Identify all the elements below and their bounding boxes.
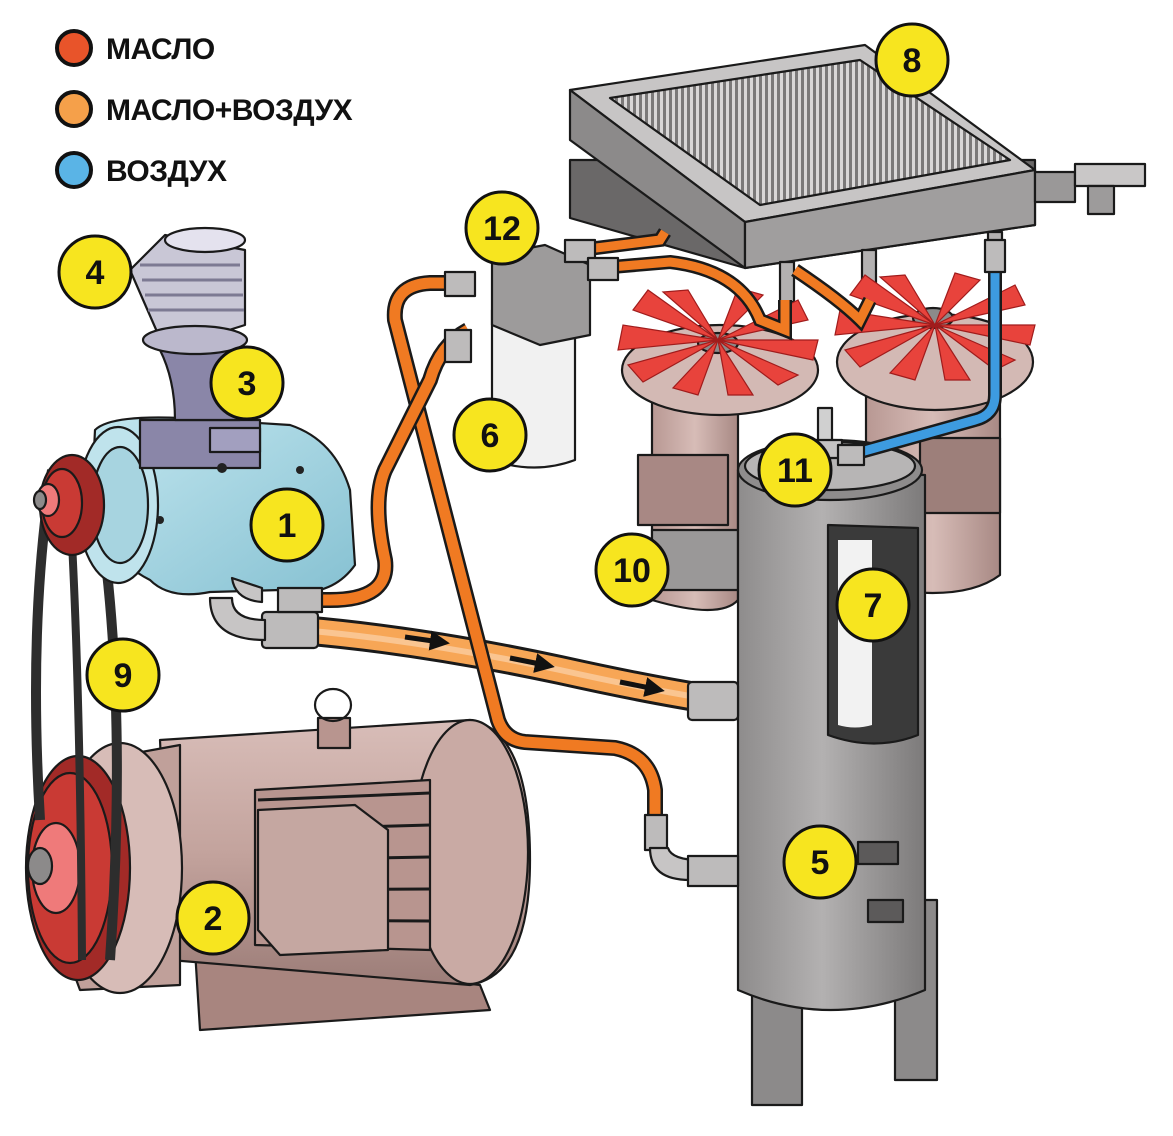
legend-item-oil: МАСЛО [55,29,215,67]
legend-item-air: ВОЗДУХ [55,151,227,189]
svg-text:8: 8 [903,42,922,80]
svg-text:9: 9 [114,657,133,695]
pipe-oil-air-main [208,596,740,722]
pipe-oil-return [386,270,740,888]
pipe-oil-cooler [563,228,877,341]
svg-text:3: 3 [238,365,257,403]
oil-cooler [568,43,1147,304]
pipe-air [836,238,1007,467]
legend-item-oil-air: МАСЛО+ВОЗДУХ [55,90,353,128]
badge-6: 6 [452,397,528,473]
pipe-oil-to-compressor [230,322,473,614]
legend-label-air: ВОЗДУХ [106,155,227,188]
svg-text:6: 6 [481,417,500,455]
legend-label-oil-air: МАСЛО+ВОЗДУХ [106,94,353,127]
svg-text:10: 10 [613,552,651,590]
badge-5: 5 [782,824,858,900]
svg-text:12: 12 [483,210,521,248]
badge-12: 12 [464,190,540,266]
badges: 1 2 3 4 5 6 7 8 9 10 11 12 [57,22,950,956]
svg-text:5: 5 [811,844,830,882]
svg-text:4: 4 [86,254,105,292]
svg-text:1: 1 [278,507,297,545]
separator-tank [736,406,939,1107]
badge-10: 10 [594,532,670,608]
badge-2: 2 [175,880,251,956]
badge-1: 1 [249,487,325,563]
air-filter [128,226,249,356]
legend: МАСЛО МАСЛО+ВОЗДУХ ВОЗДУХ [55,29,353,189]
oil-air-swatch-icon [55,90,93,128]
oil-swatch-icon [55,29,93,67]
compressor-pulley [32,453,106,557]
badge-7: 7 [835,567,911,643]
legend-label-oil: МАСЛО [106,33,215,66]
badge-11: 11 [757,432,833,508]
badge-4: 4 [57,234,133,310]
svg-text:2: 2 [204,900,223,938]
air-swatch-icon [55,151,93,189]
badge-8: 8 [874,22,950,98]
badge-3: 3 [209,345,285,421]
svg-text:7: 7 [864,587,883,625]
badge-9: 9 [85,637,161,713]
svg-text:11: 11 [777,452,813,490]
